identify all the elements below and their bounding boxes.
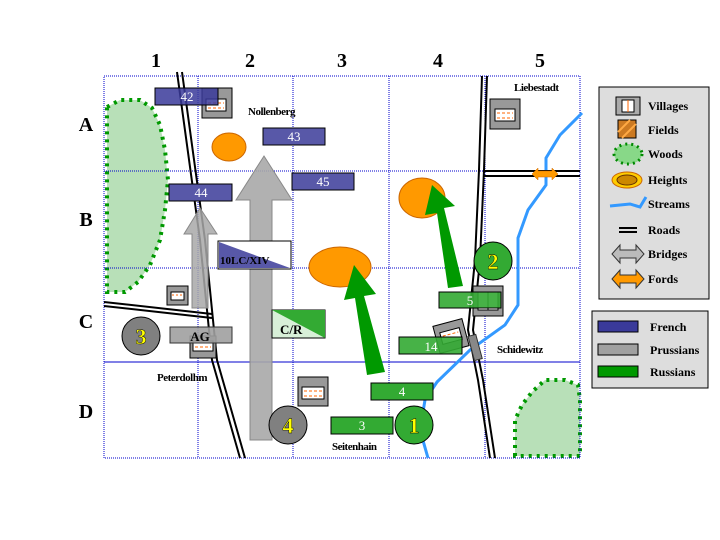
russian-swatch <box>597 365 639 378</box>
town-label: Liebestadt <box>514 82 559 94</box>
svg-text:44: 44 <box>195 185 209 200</box>
svg-text:45: 45 <box>317 174 330 189</box>
svg-text:Fields: Fields <box>648 123 679 137</box>
column-header: 2 <box>245 50 255 72</box>
svg-text:Russians: Russians <box>650 365 696 379</box>
svg-text:14: 14 <box>425 339 439 354</box>
village-liebestadt <box>489 98 521 130</box>
french-swatch <box>597 320 639 333</box>
svg-text:Roads: Roads <box>648 223 680 237</box>
prussian-corps-3[interactable]: 3 <box>121 316 161 356</box>
svg-text:French: French <box>650 320 687 334</box>
village-seitenhain <box>297 376 329 407</box>
prussian-swatch <box>597 343 639 356</box>
svg-text:4: 4 <box>283 413 294 438</box>
heights-icon <box>611 171 643 189</box>
heights-nollenberg <box>211 132 247 162</box>
svg-text:Villages: Villages <box>648 99 689 113</box>
row-header: B <box>79 209 92 231</box>
town-label: Peterdolhm <box>157 372 207 384</box>
russian-unit-cr[interactable]: C/R <box>271 309 326 339</box>
svg-text:2: 2 <box>488 249 499 274</box>
russian-unit-3[interactable]: 3 <box>330 416 394 435</box>
svg-text:42: 42 <box>181 89 194 104</box>
field-icon <box>617 119 637 139</box>
road-east <box>484 170 580 177</box>
woods-area-southeast <box>513 378 582 458</box>
row-header: D <box>79 401 93 423</box>
french-unit-44[interactable]: 44 <box>168 183 233 202</box>
svg-text:43: 43 <box>288 129 301 144</box>
french-unit-10lc[interactable]: 10LC/XIV <box>217 240 292 270</box>
prussian-advance-arrow-large <box>235 155 293 441</box>
svg-text:Fords: Fords <box>648 272 678 286</box>
svg-text:Woods: Woods <box>648 147 683 161</box>
svg-text:C/R: C/R <box>280 322 303 337</box>
russian-unit-5[interactable]: 5 <box>438 291 502 309</box>
svg-text:Streams: Streams <box>648 197 690 211</box>
russian-unit-4[interactable]: 4 <box>370 382 434 401</box>
column-header: 5 <box>535 50 545 72</box>
stream-icon <box>609 196 648 209</box>
column-header: 1 <box>151 50 161 72</box>
row-header: A <box>79 114 94 136</box>
prussian-unit-ag[interactable]: AG <box>169 326 233 344</box>
russian-advance-arrow-east <box>425 185 463 288</box>
bridge-icon <box>467 333 483 362</box>
svg-text:3: 3 <box>136 324 147 349</box>
town-label: Nollenberg <box>248 106 296 118</box>
bridge-icon <box>611 243 645 265</box>
terrain-legend: Villages Fields Woods Heights Streams Ro… <box>598 86 710 300</box>
russian-corps-1[interactable]: 1 <box>394 405 434 445</box>
svg-text:4: 4 <box>399 384 406 399</box>
town-label: Schidewitz <box>497 344 543 356</box>
village-west-c <box>166 285 189 306</box>
army-legend: French Prussians Russians <box>591 310 709 389</box>
svg-text:1: 1 <box>409 413 420 438</box>
town-label: Seitenhain <box>332 441 377 453</box>
svg-text:10LC/XIV: 10LC/XIV <box>220 255 270 267</box>
ford-icon <box>531 167 559 181</box>
prussian-advance-arrow-small <box>183 207 218 309</box>
column-header: 4 <box>433 50 443 72</box>
svg-text:AG: AG <box>190 329 210 344</box>
svg-text:Prussians: Prussians <box>650 343 700 357</box>
svg-text:Heights: Heights <box>648 173 688 187</box>
russian-corps-2[interactable]: 2 <box>473 241 513 281</box>
road-west <box>103 301 213 319</box>
woods-area-west <box>105 98 171 294</box>
russian-unit-14[interactable]: 14 <box>398 336 463 355</box>
french-unit-45[interactable]: 45 <box>291 172 355 191</box>
svg-text:5: 5 <box>467 293 474 308</box>
road-icon <box>619 227 637 233</box>
village-icon <box>615 96 641 116</box>
row-header: C <box>79 311 93 333</box>
french-unit-43[interactable]: 43 <box>262 127 326 146</box>
woods-icon <box>612 142 644 166</box>
prussian-corps-4[interactable]: 4 <box>268 405 308 445</box>
ford-icon <box>611 268 645 290</box>
svg-text:3: 3 <box>359 418 366 433</box>
russian-advance-arrow-center <box>344 265 385 375</box>
svg-text:Bridges: Bridges <box>648 247 688 261</box>
column-header: 3 <box>337 50 347 72</box>
french-unit-42[interactable]: 42 <box>154 87 219 106</box>
